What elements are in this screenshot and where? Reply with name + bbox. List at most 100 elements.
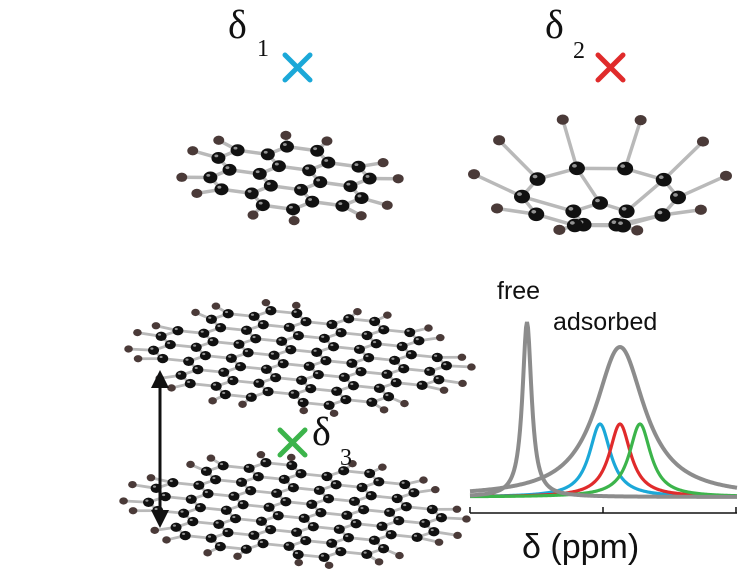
- carbon-atom: [398, 364, 410, 374]
- carbon-atom: [260, 148, 275, 161]
- carbon-atom: [333, 524, 345, 534]
- carbon-atom: [268, 350, 280, 361]
- atom-highlight: [222, 391, 226, 395]
- atom-highlight: [152, 485, 157, 488]
- carbon-atom: [257, 538, 269, 549]
- carbon-atom: [271, 488, 283, 499]
- carbon-atom: [618, 204, 635, 219]
- carbon-atom: [222, 309, 234, 319]
- atom-highlight: [159, 355, 163, 359]
- atom-highlight: [217, 543, 221, 547]
- atom-highlight: [341, 374, 345, 377]
- carbon-atom: [296, 375, 308, 385]
- carbon-atom: [353, 344, 365, 355]
- atom-highlight: [320, 554, 324, 557]
- atom-highlight: [233, 146, 238, 150]
- atom-highlight: [182, 532, 186, 536]
- carbon-atom: [323, 494, 335, 504]
- carbon-atom: [378, 325, 390, 335]
- atom-highlight: [169, 479, 173, 483]
- terminal-atom: [186, 460, 195, 469]
- terminal-atom: [378, 463, 387, 471]
- carbon-atom: [225, 353, 237, 363]
- atom-highlight: [263, 150, 268, 154]
- terminal-atom: [467, 363, 476, 371]
- carbon-atom: [354, 192, 369, 204]
- terminal-atom: [247, 210, 259, 220]
- terminal-atom: [261, 299, 271, 307]
- terminal-atom: [468, 169, 481, 180]
- carbon-atom: [200, 466, 212, 477]
- atom-highlight: [572, 164, 577, 168]
- atom-highlight: [517, 192, 522, 196]
- atom-highlight: [443, 362, 447, 366]
- carbon-atom: [214, 183, 229, 196]
- atom-highlight: [150, 347, 154, 350]
- carbon-atom: [300, 317, 312, 327]
- atom-highlight: [162, 493, 166, 497]
- carbon-atom: [255, 516, 267, 526]
- carbon-atom: [348, 496, 360, 507]
- carbon-atom: [240, 544, 252, 554]
- carbon-atom: [306, 499, 318, 510]
- atom-highlight: [421, 520, 425, 523]
- carbon-atom: [184, 378, 196, 389]
- carbon-atom: [155, 331, 167, 341]
- atom-highlight: [220, 369, 224, 372]
- terminal-atom: [206, 454, 216, 462]
- atom-highlight: [267, 526, 271, 530]
- atom-highlight: [658, 175, 664, 180]
- atom-highlight: [285, 543, 289, 546]
- atom-highlight: [351, 498, 355, 501]
- atom-highlight: [569, 221, 575, 225]
- carbon-atom: [272, 510, 284, 521]
- atom-highlight: [237, 363, 241, 367]
- carbon-atom: [346, 358, 358, 369]
- carbon-atom: [405, 350, 417, 360]
- carbon-atom: [328, 342, 340, 352]
- atom-highlight: [316, 178, 321, 182]
- terminal-atom: [128, 480, 137, 489]
- terminal-atom: [392, 174, 404, 184]
- carbon-atom: [305, 195, 320, 208]
- atom-highlight: [217, 324, 221, 328]
- atom-highlight: [368, 399, 372, 402]
- atom-highlight: [300, 515, 305, 518]
- terminal-atom: [128, 507, 138, 515]
- terminal-atom: [419, 476, 428, 484]
- terminal-atom: [556, 114, 569, 125]
- atom-highlight: [337, 329, 342, 333]
- atom-highlight: [293, 529, 297, 532]
- atom-highlight: [194, 366, 198, 370]
- terminal-atom: [133, 328, 142, 337]
- atom-highlight: [438, 514, 442, 518]
- atom-highlight: [262, 459, 266, 463]
- terminal-atom: [294, 558, 304, 567]
- atom-highlight: [348, 360, 352, 363]
- atom-highlight: [328, 540, 332, 543]
- carbon-atom: [335, 199, 350, 212]
- atom-highlight: [297, 470, 301, 474]
- carbon-atom: [364, 468, 376, 479]
- atom-highlight: [250, 313, 255, 316]
- terminal-atom: [462, 515, 471, 523]
- carbon-atom: [178, 508, 190, 518]
- terminal-atom: [280, 130, 292, 141]
- atom-highlight: [202, 352, 206, 356]
- terminal-atom: [424, 324, 433, 332]
- atom-highlight: [294, 551, 299, 555]
- atom-highlight: [395, 517, 399, 521]
- carbon-atom: [211, 152, 226, 164]
- carbon-atom: [297, 397, 309, 408]
- atom-highlight: [393, 495, 398, 498]
- carbon-atom: [285, 345, 297, 355]
- atom-highlight: [305, 363, 310, 366]
- atom-highlight: [172, 524, 176, 527]
- carbon-atom: [347, 380, 359, 391]
- atom-highlight: [611, 220, 617, 225]
- carbon-atom: [277, 358, 289, 369]
- bond: [662, 140, 705, 181]
- terminal-atom: [634, 114, 647, 126]
- carbon-atom: [245, 486, 257, 496]
